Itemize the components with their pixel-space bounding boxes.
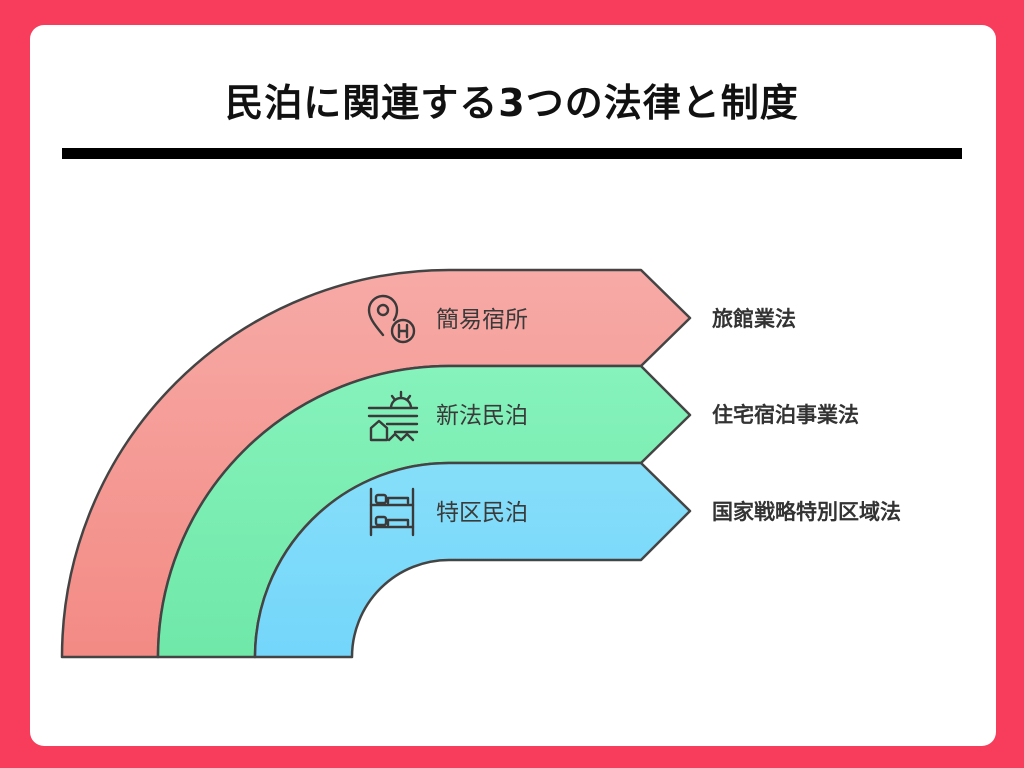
band-tokku-minpaku [253, 461, 692, 659]
bunk-bed-icon [369, 487, 415, 537]
band-label-tokku-minpaku: 特区民泊 [436, 500, 528, 526]
hotel-location-pin-icon [367, 294, 416, 344]
law-label-kokka-senryaku-tokku: 国家戦略特別区域法 [712, 500, 901, 524]
band-label-shinpo-minpaku: 新法民泊 [436, 403, 528, 429]
house-with-sun-icon [367, 390, 419, 442]
page-title: 民泊に関連する3つの法律と制度 [225, 81, 799, 125]
band-label-kan-i-shukusho: 簡易宿所 [436, 307, 528, 333]
law-label-jutaku-shukuhaku: 住宅宿泊事業法 [712, 403, 859, 427]
law-label-ryokangyo: 旅館業法 [712, 307, 796, 331]
title-underline [62, 148, 962, 159]
